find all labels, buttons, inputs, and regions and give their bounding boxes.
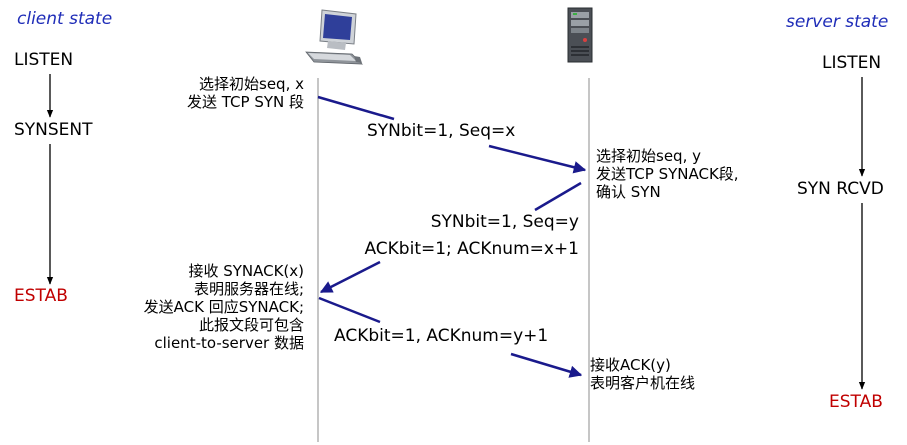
client-state-synsent: SYNSENT: [14, 120, 93, 140]
server-note-line: 选择初始seq, y: [596, 147, 701, 165]
server-state-listen: LISTEN: [822, 53, 882, 73]
server-tower-icon: [567, 7, 593, 63]
server-state-estab: ESTAB: [829, 392, 883, 412]
server-note-line: 接收ACK(y): [590, 356, 671, 374]
segment-label-syn: SYNbit=1, Seq=x: [367, 121, 516, 141]
client-note-line: 发送 TCP SYN 段: [186, 93, 304, 111]
server-note-line: 表明客户机在线: [590, 374, 696, 392]
client-note-line: 此报文段可包含: [198, 316, 304, 334]
ack-arrow-part2: [510, 352, 583, 378]
client-note-line: 发送ACK 回应SYNACK;: [143, 298, 304, 316]
server-note-line: 发送TCP SYNACK段,: [596, 165, 739, 183]
server-state-synrcvd: SYN RCVD: [797, 179, 884, 199]
client-state-title: client state: [17, 9, 113, 29]
client-note-line: 选择初始seq, x: [199, 75, 304, 93]
server-note-receive-ack: 接收ACK(y) 表明客户机在线: [590, 356, 695, 392]
synack-arrow-part2: [319, 260, 381, 294]
client-note-line: client-to-server 数据: [154, 334, 304, 352]
server-note-line: 确认 SYN: [596, 183, 661, 201]
client-note-receive-synack: 接收 SYNACK(x) 表明服务器在线; 发送ACK 回应SYNACK; 此报…: [144, 262, 304, 352]
synack-arrow-part1: [534, 181, 582, 212]
client-state-listen: LISTEN: [14, 50, 74, 70]
client-note-choose-seq: 选择初始seq, x 发送 TCP SYN 段: [187, 75, 304, 111]
ack-arrow-part1: [318, 296, 381, 324]
segment-label-ack: ACKbit=1, ACKnum=y+1: [334, 326, 549, 346]
server-note-choose-seq: 选择初始seq, y 发送TCP SYNACK段, 确认 SYN: [596, 147, 739, 201]
client-note-line: 表明服务器在线;: [193, 280, 304, 298]
client-note-line: 接收 SYNACK(x): [188, 262, 304, 280]
segment-label-line: SYNbit=1, Seq=y: [430, 212, 579, 232]
segment-label-synack: SYNbit=1, Seq=y ACKbit=1; ACKnum=x+1: [364, 209, 579, 263]
segment-label-line: ACKbit=1; ACKnum=x+1: [364, 239, 579, 259]
server-state-title: server state: [786, 12, 889, 32]
client-state-estab: ESTAB: [14, 286, 68, 306]
syn-arrow-part2: [488, 144, 587, 174]
syn-arrow-part1: [317, 95, 395, 121]
desktop-computer-icon: [305, 9, 364, 65]
